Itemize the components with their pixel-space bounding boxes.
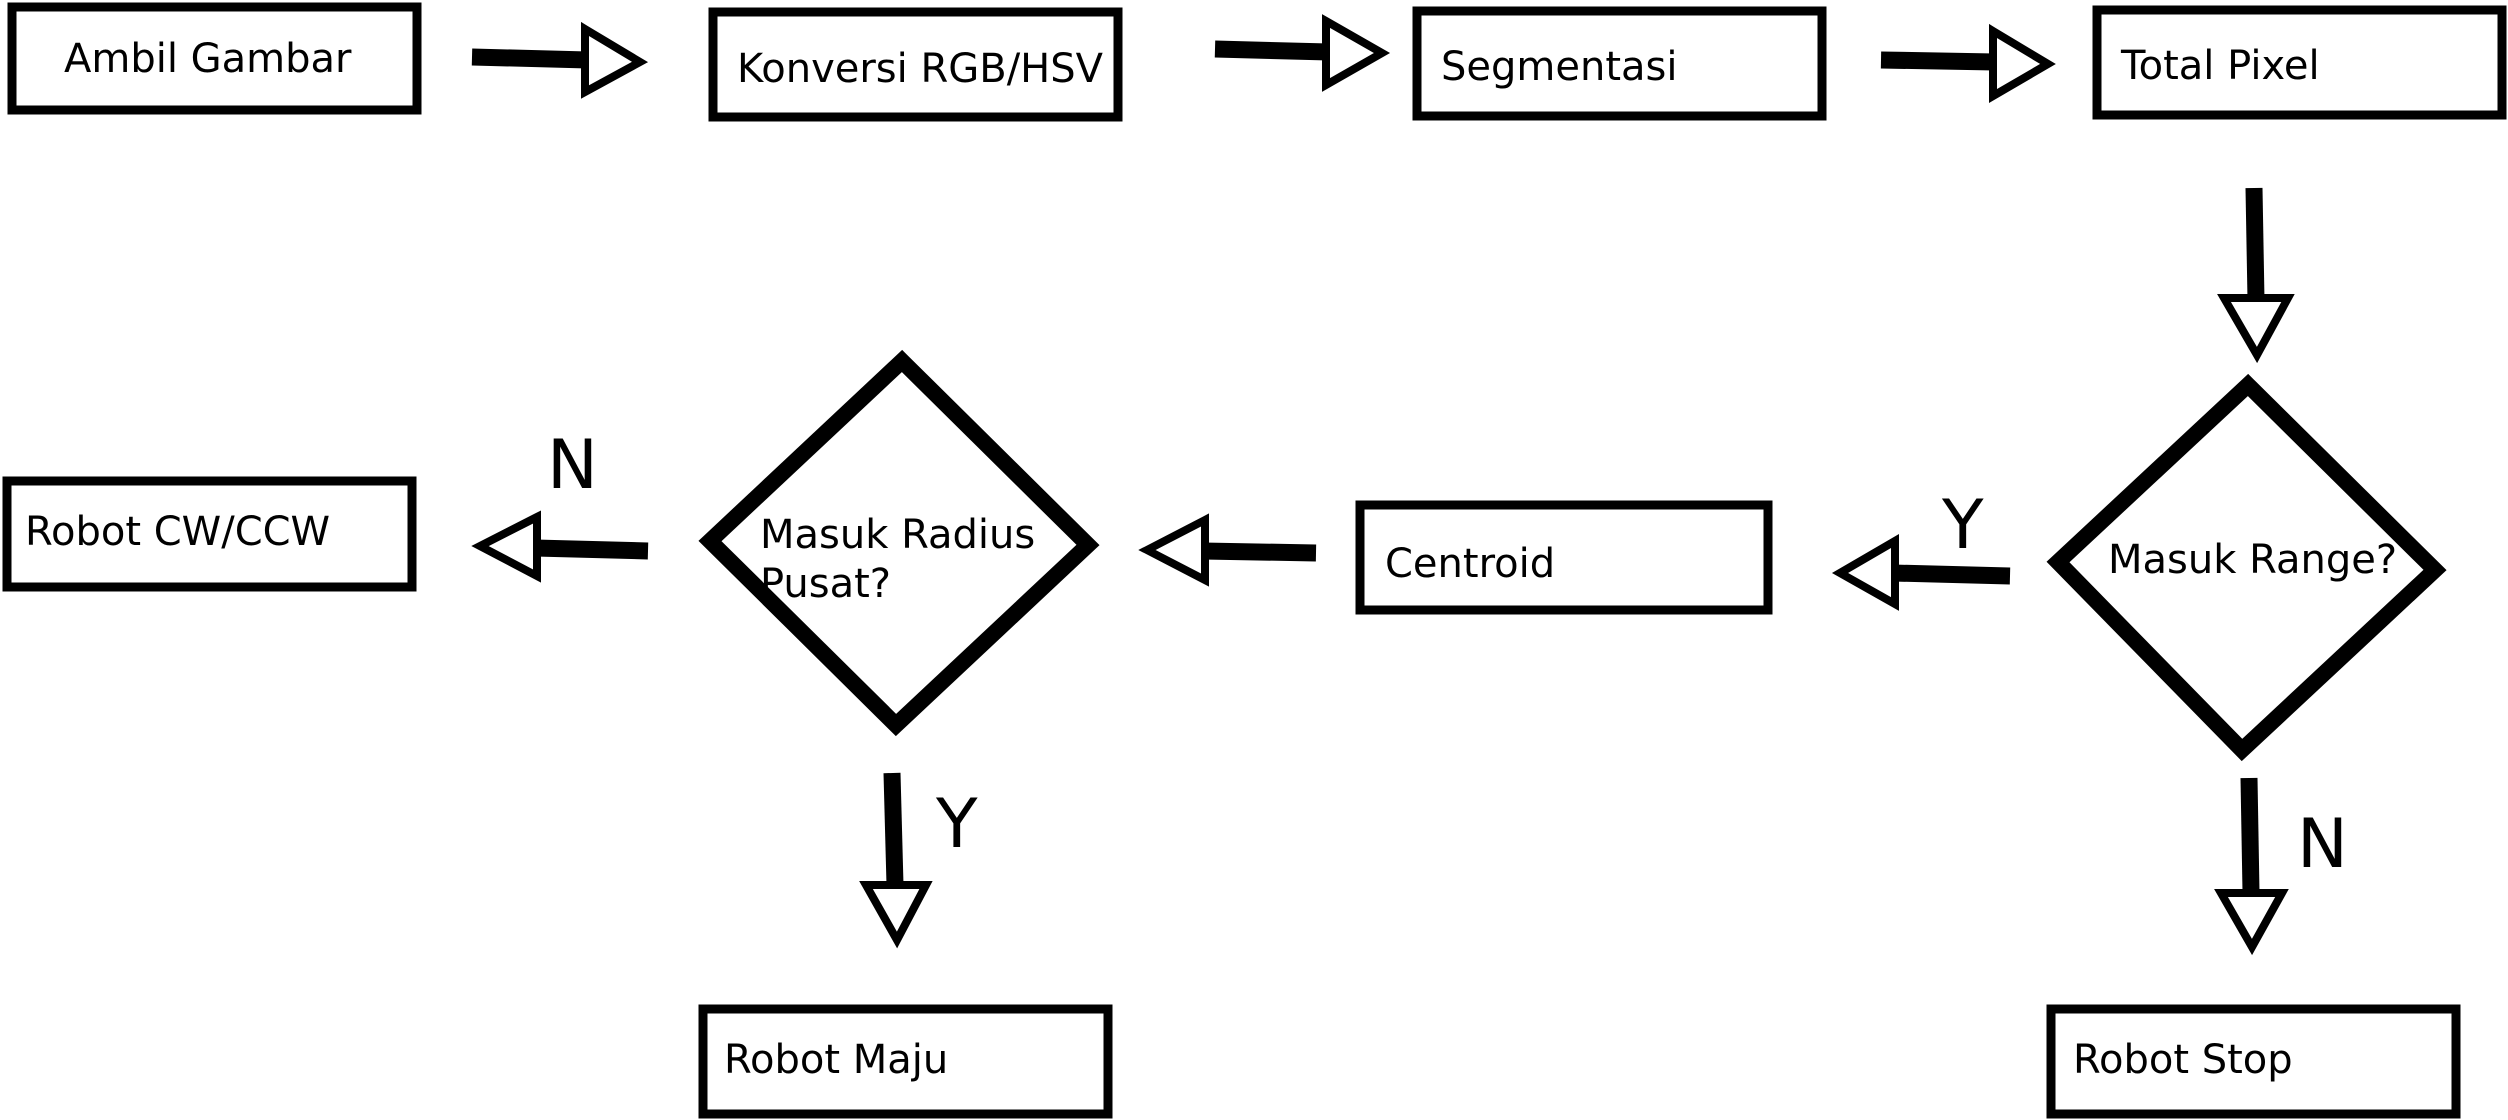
node-robot-maju-label: Robot Maju (724, 1037, 948, 1083)
arrow-masuk-range-to-centroid (1831, 534, 2011, 611)
edge-label-radius-no: N (547, 426, 598, 505)
node-segmentasi-label: Segmentasi (1441, 44, 1677, 90)
arrow-ambil-to-konversi (471, 21, 649, 99)
arrow-masuk-radius-to-robot-cw-ccw (471, 510, 649, 583)
node-segmentasi: Segmentasi (1412, 6, 1827, 121)
edge-label-radius-yes: Y (935, 785, 978, 864)
node-masuk-range: Masuk Range? (2046, 373, 2447, 762)
edge-label-range-no: N (2297, 805, 2348, 884)
node-masuk-range-label: Masuk Range? (2108, 537, 2397, 583)
arrow-masuk-radius-to-robot-maju (859, 772, 933, 949)
arrow-konversi-to-segmentasi (1214, 14, 1391, 92)
arrow-segmentasi-to-total-pixel (1880, 23, 2056, 103)
node-ambil-gambar-label: Ambil Gambar (64, 36, 352, 82)
node-ambil-gambar: Ambil Gambar (7, 2, 422, 115)
arrow-centroid-to-masuk-radius (1138, 513, 1317, 587)
node-masuk-radius-label-2: Pusat? (760, 561, 891, 607)
node-masuk-radius: Masuk Radius Pusat? (698, 349, 1100, 737)
node-robot-cw-ccw-label: Robot CW/CCW (25, 509, 330, 555)
node-centroid-label: Centroid (1385, 541, 1555, 587)
node-robot-maju: Robot Maju (698, 1004, 1113, 1119)
node-robot-stop-label: Robot Stop (2073, 1037, 2293, 1083)
node-robot-stop: Robot Stop (2046, 1004, 2461, 1119)
arrow-total-pixel-to-masuk-range (2217, 187, 2295, 364)
node-total-pixel: Total Pixel (2092, 5, 2507, 120)
edge-label-range-yes: Y (1941, 486, 1984, 565)
node-robot-cw-ccw: Robot CW/CCW (2, 476, 417, 592)
node-centroid: Centroid (1355, 500, 1773, 615)
node-konversi-label: Konversi RGB/HSV (737, 46, 1104, 92)
arrow-masuk-range-to-robot-stop (2214, 777, 2289, 956)
node-masuk-radius-label-1: Masuk Radius (760, 512, 1035, 558)
node-total-pixel-label: Total Pixel (2120, 43, 2320, 89)
node-konversi: Konversi RGB/HSV (708, 7, 1123, 122)
